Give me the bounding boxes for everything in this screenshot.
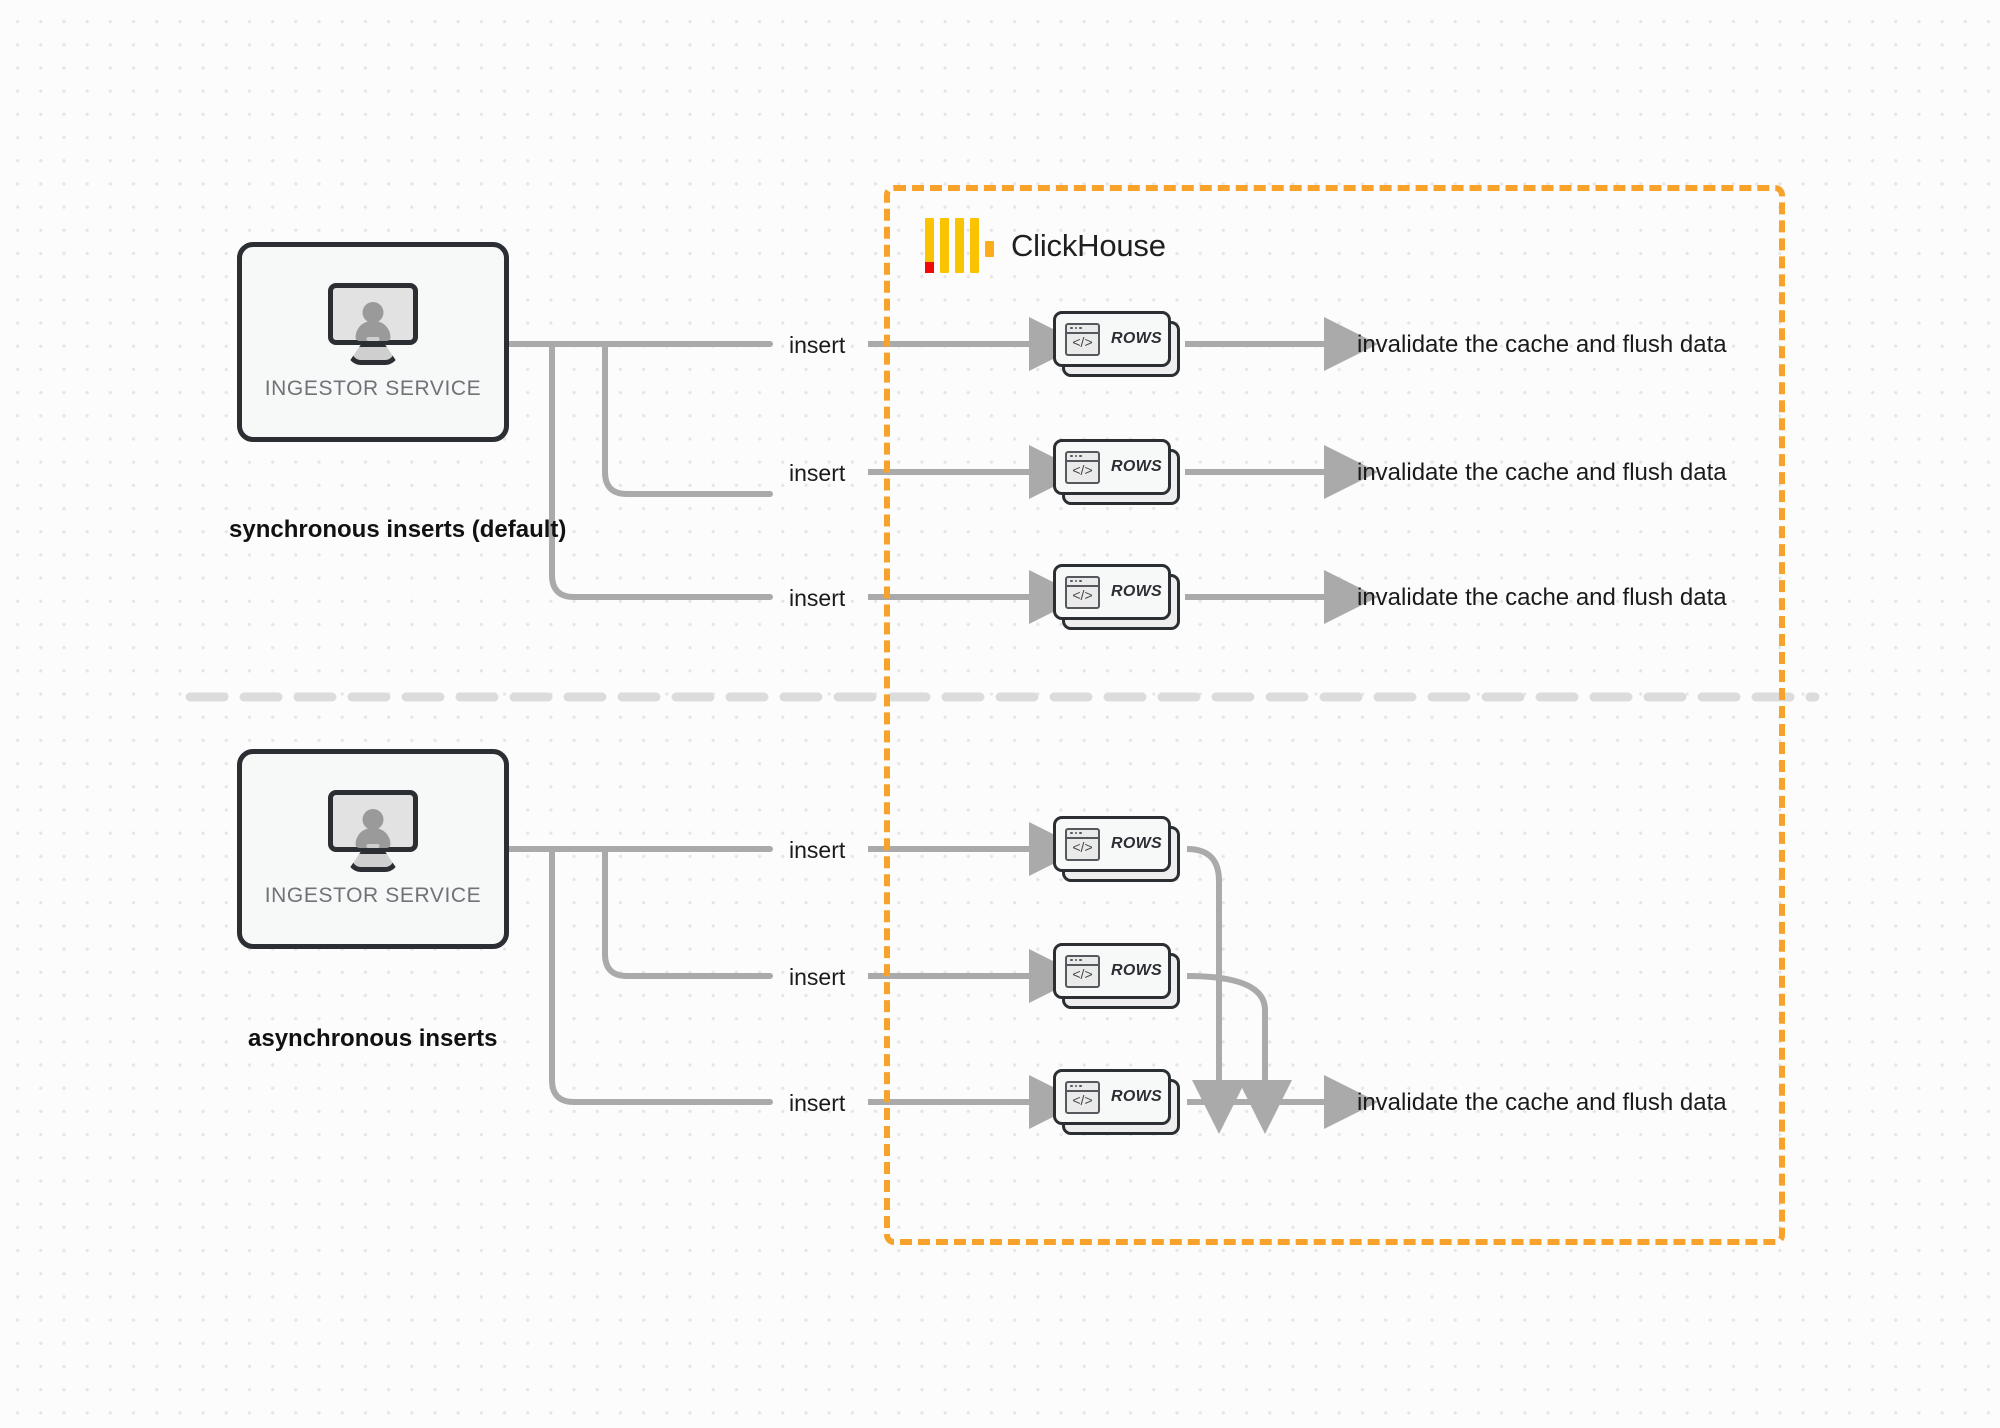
insert-label-sync-2: insert (789, 460, 846, 486)
code-window-icon: </> (1065, 322, 1100, 356)
async-fanout (506, 846, 773, 1105)
result-label-sync-1: invalidate the cache and flush data (1357, 331, 1727, 358)
sync-fanout (506, 341, 773, 600)
rows-card-front-layer: </> ROWS (1053, 1069, 1171, 1125)
insert-label-async-1: insert (789, 837, 846, 863)
rows-card-sync-1[interactable]: </> ROWS (1053, 311, 1180, 377)
code-window-titlebar (1067, 453, 1098, 462)
code-window-titlebar (1067, 578, 1098, 587)
insert-label-async-2: insert (789, 964, 846, 990)
rows-card-label: ROWS (1111, 458, 1162, 475)
avatar-head (362, 809, 384, 830)
code-window-titlebar (1067, 1083, 1098, 1092)
avatar-head (362, 302, 384, 323)
code-window-icon: </> (1065, 1080, 1100, 1114)
result-label-sync-2: invalidate the cache and flush data (1357, 459, 1727, 486)
insert-label-sync-3: insert (789, 585, 846, 611)
section-caption-async: asynchronous inserts (248, 1025, 498, 1052)
rows-card-sync-3[interactable]: </> ROWS (1053, 564, 1180, 630)
code-window-glyph: </> (1072, 965, 1093, 982)
ingestor-service-node-async[interactable]: INGESTOR SERVICE (237, 749, 509, 949)
rows-card-front-layer: </> ROWS (1053, 943, 1171, 999)
monitor-notch (366, 844, 380, 848)
logo-bar-2 (940, 218, 949, 273)
insert-label-sync-1: insert (789, 332, 846, 358)
monitor-notch (366, 337, 380, 341)
code-window-icon: </> (1065, 575, 1100, 609)
monitor-stand (347, 342, 399, 365)
ingestor-service-node-sync[interactable]: INGESTOR SERVICE (237, 242, 509, 442)
code-window-titlebar (1067, 325, 1098, 334)
code-window-icon: </> (1065, 450, 1100, 484)
rows-card-async-2[interactable]: </> ROWS (1053, 943, 1180, 1009)
ingestor-service-label-async: INGESTOR SERVICE (264, 884, 482, 907)
rows-card-label: ROWS (1111, 330, 1162, 347)
rows-card-front-layer: </> ROWS (1053, 564, 1171, 620)
code-window-glyph: </> (1072, 333, 1093, 350)
monitor-user-icon (328, 790, 418, 872)
monitor-stand (347, 849, 399, 872)
logo-accent-square (925, 262, 934, 273)
rows-card-async-3[interactable]: </> ROWS (1053, 1069, 1180, 1135)
clickhouse-logo (925, 218, 994, 273)
logo-bar-3 (955, 218, 964, 273)
monitor-screen (328, 283, 418, 345)
code-window-titlebar (1067, 957, 1098, 966)
rows-card-label: ROWS (1111, 583, 1162, 600)
code-window-titlebar (1067, 830, 1098, 839)
code-window-icon: </> (1065, 827, 1100, 861)
code-window-glyph: </> (1072, 586, 1093, 603)
logo-bar-1 (925, 218, 934, 273)
clickhouse-header: ClickHouse (925, 218, 1166, 273)
rows-card-label: ROWS (1111, 835, 1162, 852)
monitor-screen (328, 790, 418, 852)
rows-card-async-1[interactable]: </> ROWS (1053, 816, 1180, 882)
rows-card-front-layer: </> ROWS (1053, 816, 1171, 872)
code-window-glyph: </> (1072, 461, 1093, 478)
rows-card-label: ROWS (1111, 1088, 1162, 1105)
insert-label-async-3: insert (789, 1090, 846, 1116)
ingestor-service-label-sync: INGESTOR SERVICE (264, 377, 482, 400)
rows-card-front-layer: </> ROWS (1053, 439, 1171, 495)
code-window-icon: </> (1065, 954, 1100, 988)
code-window-glyph: </> (1072, 838, 1093, 855)
clickhouse-boundary (884, 185, 1785, 1245)
result-label-async: invalidate the cache and flush data (1357, 1089, 1727, 1116)
monitor-user-icon (328, 283, 418, 365)
rows-card-front-layer: </> ROWS (1053, 311, 1171, 367)
avatar-body (355, 321, 391, 341)
avatar-body (355, 828, 391, 848)
rows-card-label: ROWS (1111, 962, 1162, 979)
result-label-sync-3: invalidate the cache and flush data (1357, 584, 1727, 611)
clickhouse-title: ClickHouse (1011, 227, 1166, 263)
code-window-glyph: </> (1072, 1091, 1093, 1108)
logo-bar-4 (970, 218, 979, 273)
logo-nub (985, 241, 994, 257)
section-caption-sync: synchronous inserts (default) (229, 516, 567, 543)
rows-card-sync-2[interactable]: </> ROWS (1053, 439, 1180, 505)
